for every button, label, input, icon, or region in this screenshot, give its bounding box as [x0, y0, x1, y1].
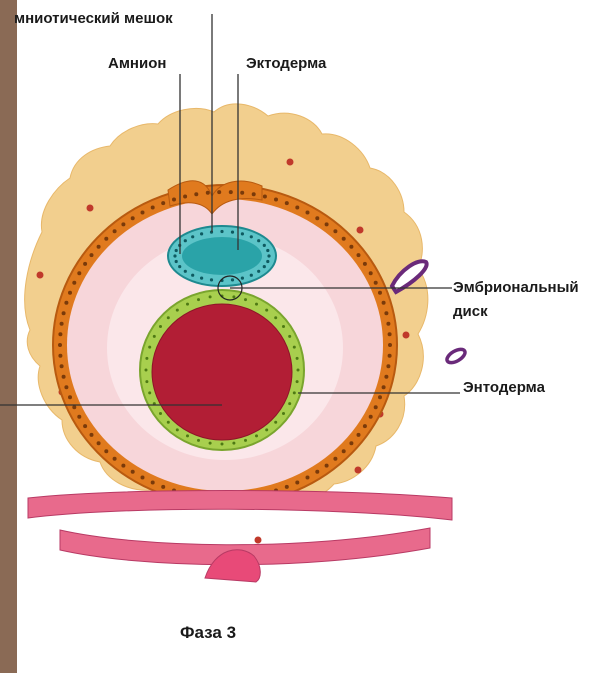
label-embryonic-disc-line2: диск — [453, 303, 488, 321]
label-embryonic-disc-line1: Эмбриональный — [453, 279, 579, 297]
blood-vessel-small — [445, 347, 467, 366]
phase-caption: Фаза 3 — [180, 624, 236, 642]
label-ectoderm: Эктодерма — [246, 55, 326, 73]
uterine-epithelium — [28, 491, 452, 521]
label-amnion: Амнион — [108, 55, 166, 73]
label-endoderm: Энтодерма — [463, 379, 545, 397]
label-amniotic-sac: мниотический мешок — [14, 10, 173, 28]
yolk-sac — [152, 304, 292, 440]
uterine-tissue-strip — [0, 0, 17, 673]
amniotic-cavity — [182, 237, 262, 275]
